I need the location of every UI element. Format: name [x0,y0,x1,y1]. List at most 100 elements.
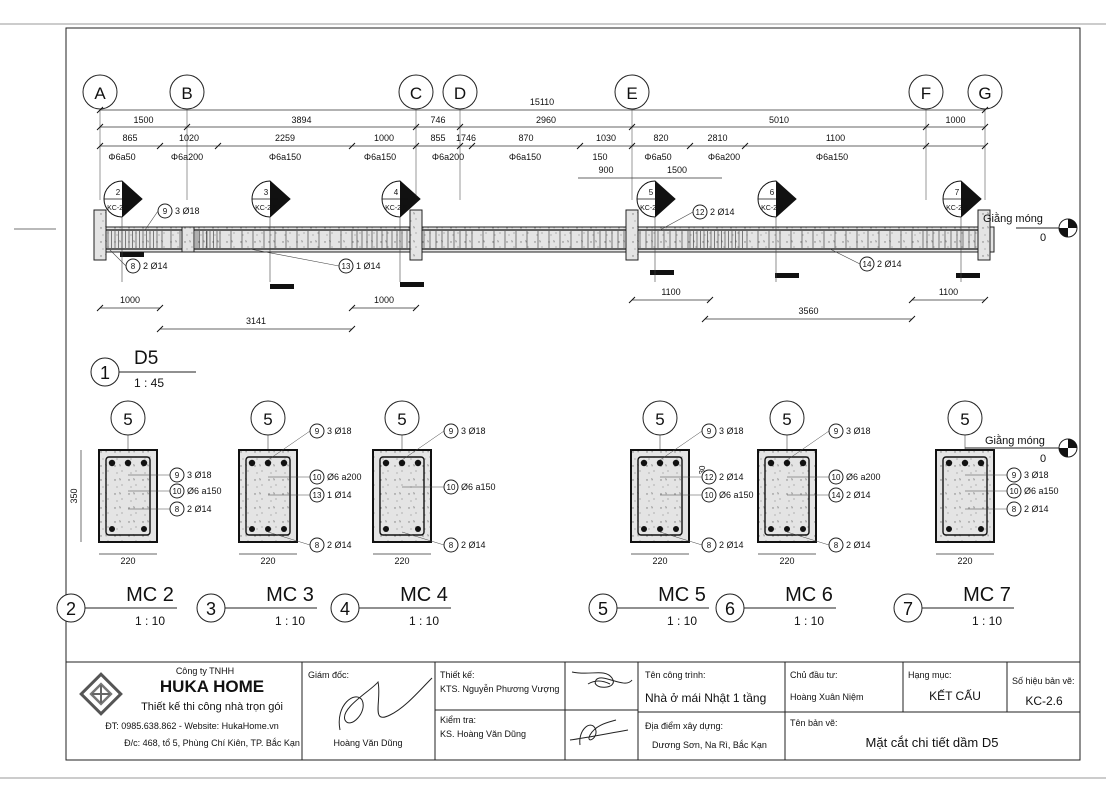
dim-text: 1000 [945,115,965,125]
bar-mark-number: 12 [696,208,705,217]
section-marker-number: 6 [770,188,775,197]
section-width: 220 [652,556,667,566]
section-bar-number: 9 [834,427,839,436]
rebar-top [767,459,775,467]
section-marker-number: 3 [264,188,269,197]
dim-text: 855 [430,133,445,143]
section-bar-text: Ø6 a150 [719,490,754,500]
company-slogan: Thiết kế thi công nhà trọn gói [141,701,283,713]
dim-overall: 15110 [530,97,554,107]
director-label: Giám đốc: [308,670,349,680]
leader [109,249,127,267]
section-marker-number: 2 [116,188,121,197]
dim-text: 3894 [291,115,311,125]
rebar-top [414,459,422,467]
rebar-top [799,459,807,467]
section-bar-number: 9 [315,427,320,436]
director-signature [338,677,433,731]
dim-tick [468,142,476,150]
company-address: Đ/c: 468, tổ 5, Phùng Chí Kiên, TP. Bắc … [124,738,300,748]
grid-label: A [94,84,106,103]
title-block: Công ty TNHH HUKA HOME Thiết kế thi công… [65,661,1081,761]
rebar-bottom-extra [657,526,663,532]
section-bar-text: Ø6 a200 [846,472,881,482]
section-leader [401,531,445,546]
dim-text: 1000 [374,133,394,143]
rebar-top [672,459,680,467]
dim-text: 5010 [769,115,789,125]
section-marker-number: 4 [394,188,399,197]
rebar-bottom-extra [784,526,790,532]
section-title-number: 4 [340,599,350,619]
section-bar-number: 10 [313,473,322,482]
section-bar-number: 8 [834,541,839,550]
section-bar-number: 12 [705,473,714,482]
dim-tick [981,296,989,304]
section-title-scale: 1 : 10 [667,614,697,628]
section-leader [659,430,703,461]
section-axis-label: 5 [263,410,272,429]
dim-tick [576,142,584,150]
level-name: Giằng móng [983,212,1043,225]
dim-bottom: 1000 [374,295,394,305]
section-marker-ref: KC-2.6 [255,205,277,212]
grid-label: G [978,84,991,103]
grid-bubble [908,74,944,110]
owner-label: Chủ đầu tư: [790,670,838,680]
stirrup-text: Φ6a150 [364,152,396,162]
dim-tick [96,123,104,131]
leader [659,211,694,231]
section-bar-text: 2 Ø14 [461,540,486,550]
rebar-bottom [415,526,421,532]
dim-tick [183,123,191,131]
section-bar-text: 1 Ø14 [327,490,352,500]
level-value: 0 [1040,232,1046,244]
dim-tick [706,296,714,304]
designer-signature [571,671,633,688]
company-name: HUKA HOME [160,677,264,696]
section-bar-number: 10 [447,483,456,492]
grid-bubble [398,74,434,110]
location-name: Dương Sơn, Na Rì, Bắc Kạn [652,740,767,750]
project-name: Nhà ở mái Nhật 1 tầng [645,691,766,705]
section-stirrup [942,456,988,536]
section-bar-text: Ø6 a200 [327,472,362,482]
stirrup-text: Φ6a200 [708,152,740,162]
section-bar-text: 3 Ø18 [461,426,486,436]
sheet-label: Số hiệu bản vẽ: [1012,676,1075,686]
grid-label: B [181,84,192,103]
rebar-top [280,459,288,467]
dim-bottom: 3141 [246,316,266,326]
section-title-number: 5 [598,599,608,619]
dim-bottom: 3560 [798,306,818,316]
level-name-2: Giằng móng [985,434,1045,447]
section-bar-number: 8 [707,541,712,550]
dim-bottom: 1000 [120,295,140,305]
dim-tick [214,142,222,150]
grid-label: E [626,84,637,103]
section-bar-text: 3 Ø18 [719,426,744,436]
section-bar-number: 10 [173,487,182,496]
section-stirrup [637,456,683,536]
section-title-number: 7 [903,599,913,619]
rebar-top [108,459,116,467]
section-bar-number: 8 [449,541,454,550]
section-marker-arrow [270,181,290,217]
bar-mark-text: 1 Ø14 [356,261,381,271]
rebar-top [382,459,390,467]
owner-name: Hoàng Xuân Niệm [790,692,864,702]
dim-tick [348,325,356,333]
bar-mark-text: 2 Ø14 [710,207,735,217]
section-bar-text: Ø6 a150 [187,486,222,496]
dim-text: 1030 [596,133,616,143]
bar-mark-text: 2 Ø14 [877,259,902,269]
dim-tick [628,142,636,150]
rebar-bottom [249,526,255,532]
dim-bottom: 1100 [939,287,958,297]
